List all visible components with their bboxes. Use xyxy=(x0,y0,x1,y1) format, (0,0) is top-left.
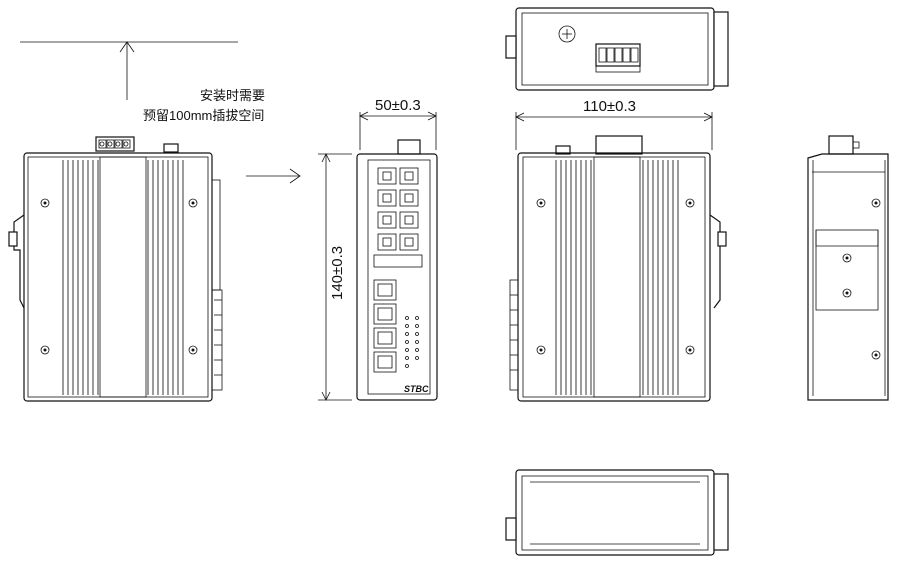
width-dimension-label: 50±0.3 xyxy=(375,97,421,114)
height-dimension-label: 140±0.3 xyxy=(329,246,346,300)
rj45-port-grid xyxy=(373,167,423,268)
top-view xyxy=(505,7,729,91)
front-view: 50±0.3 140±0.3 xyxy=(318,97,438,401)
heat-fins-rear-left xyxy=(555,160,592,395)
rear-view: 110±0.3 xyxy=(509,98,727,402)
depth-dimension-label: 110±0.3 xyxy=(583,98,636,115)
bottom-view xyxy=(505,469,729,556)
led-indicators xyxy=(405,316,419,368)
heat-fins-rear-right xyxy=(642,160,679,395)
clearance-annotation: 安装时需要 预留100mm插拔空间 xyxy=(20,41,301,184)
side-view-left xyxy=(8,136,223,402)
heat-fins-right xyxy=(147,160,184,395)
install-note-line2: 预留100mm插拔空间 xyxy=(143,108,264,123)
heat-fins-left xyxy=(62,160,99,395)
brand-logo: STBC xyxy=(404,384,429,394)
sfp-port-column xyxy=(373,279,397,373)
side-view-right xyxy=(807,135,889,401)
install-note-line1: 安装时需要 xyxy=(200,88,265,103)
